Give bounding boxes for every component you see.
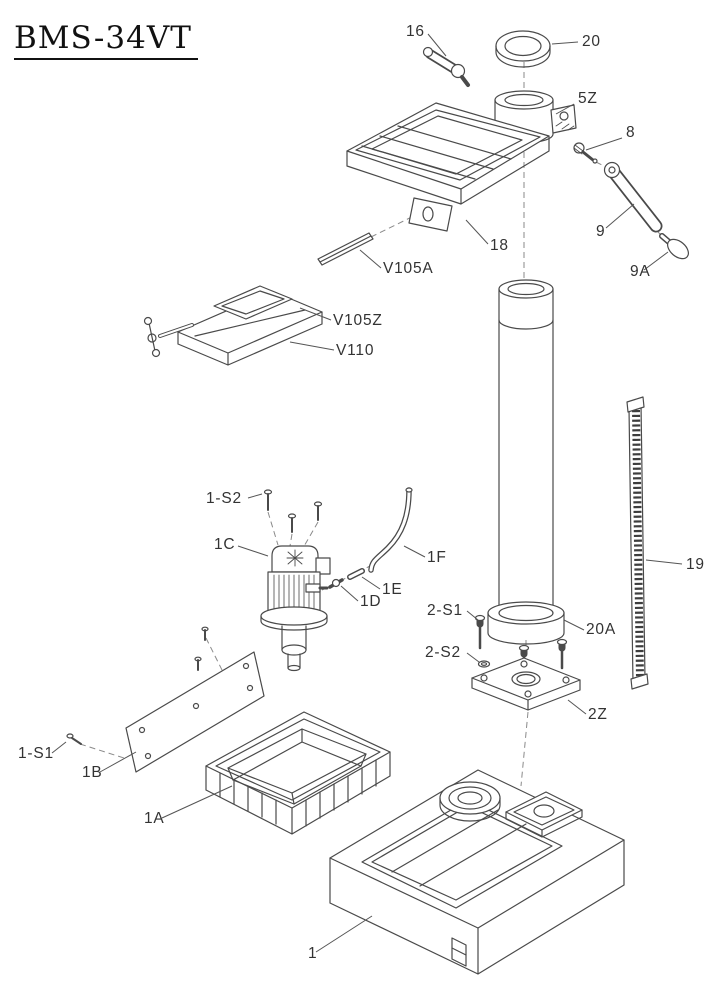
part-ring-20 xyxy=(495,30,551,68)
label-2s1: 2-S1 xyxy=(427,602,463,619)
label-20: 20 xyxy=(582,33,601,50)
label-v110: V110 xyxy=(336,342,374,359)
label-20a: 20A xyxy=(586,621,616,638)
part-fitting-1e xyxy=(347,568,365,580)
part-rack-19 xyxy=(626,396,649,690)
label-1f: 1F xyxy=(427,549,447,566)
part-column xyxy=(498,279,554,611)
part-vise-v105z-v110 xyxy=(143,285,323,366)
leader-lines xyxy=(51,33,683,953)
part-screws-1s2 xyxy=(263,489,323,533)
label-5z: 5Z xyxy=(578,90,598,107)
label-1s1: 1-S1 xyxy=(18,745,54,762)
page-title: BMS-34VT xyxy=(14,20,198,60)
label-1a: 1A xyxy=(144,810,165,827)
label-1: 1 xyxy=(308,945,317,962)
alignment-lines xyxy=(79,62,667,787)
label-1c: 1C xyxy=(214,536,235,553)
label-16: 16 xyxy=(406,23,425,40)
label-v105a: V105A xyxy=(383,260,434,277)
part-screw-1s1 xyxy=(66,626,209,745)
label-18: 18 xyxy=(490,237,509,254)
label-19: 19 xyxy=(686,556,705,573)
label-2s2: 2-S2 xyxy=(425,644,461,661)
part-tube-1f xyxy=(368,487,413,573)
label-8: 8 xyxy=(626,124,635,141)
part-motor-1c xyxy=(260,545,331,672)
label-9a: 9A xyxy=(630,263,651,280)
part-base-1 xyxy=(329,769,625,975)
label-1s2: 1-S2 xyxy=(206,490,242,507)
part-handle-16 xyxy=(422,46,470,87)
label-v105z: V105Z xyxy=(333,312,383,329)
part-panel-1b xyxy=(125,651,265,773)
part-collar-20a xyxy=(487,601,565,645)
part-labels: 16 20 5Z 8 9 9A 18 V105A V105Z V110 19 1… xyxy=(18,23,705,962)
part-arm-9 xyxy=(603,161,663,233)
part-knob-9a xyxy=(659,233,689,260)
part-flange-2z xyxy=(471,657,581,711)
label-2z: 2Z xyxy=(588,706,608,723)
label-1d: 1D xyxy=(360,593,381,610)
part-tray-1a xyxy=(205,711,391,835)
part-fitting-1d xyxy=(328,578,344,589)
part-strip-v105a xyxy=(317,232,374,266)
part-washer-2s2 xyxy=(477,660,491,668)
part-table-18 xyxy=(346,102,550,232)
label-1e: 1E xyxy=(382,581,403,598)
label-9: 9 xyxy=(596,223,605,240)
label-1b: 1B xyxy=(82,764,103,781)
part-bolt-8 xyxy=(573,142,598,164)
